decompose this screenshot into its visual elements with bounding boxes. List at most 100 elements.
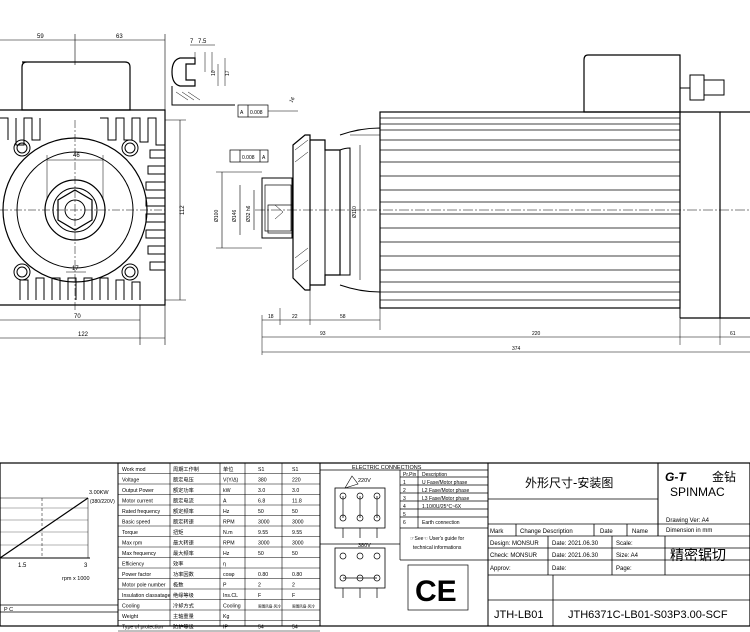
spec-cell: 50 [292,551,298,557]
dim-63: 63 [116,34,123,40]
spec-header-cell: 周期工作制 [173,465,199,473]
page: Page: [616,566,632,572]
spec-cell: 主轴重量 [173,612,194,620]
spec-cell: Power factor [122,572,151,578]
spec-cell: 额定功率 [173,486,194,494]
spec-cell: Hz [223,509,230,515]
datum-mid: A [262,155,266,161]
spec-cell: 最大转速 [173,539,194,547]
front-view [0,34,186,345]
spec-cell: Kg [223,614,229,620]
spec-header-cell: 单位 [223,465,233,473]
dim-122: 122 [78,332,89,338]
approv-date: Date: [552,566,567,572]
chart-tick-1: 1.5 [18,563,27,569]
note-line-1: ☞See☜ User's guide for [410,536,464,542]
label-380v: 380V [358,543,371,549]
chart-legend: P C [4,607,13,613]
title-grid [488,498,750,626]
brand-en: SPINMAC [670,485,725,499]
spec-table-grid [169,463,283,626]
spec-cell: Basic speed [122,520,150,526]
conn-pin: 6 [403,520,406,526]
tolerance-top: 0.008 [250,110,263,116]
spec-cell: 3000 [258,520,270,526]
spec-cell: P [223,583,227,589]
spec-cell: Insulation classatage [122,593,171,599]
spec-cell: 0.80 [258,572,268,578]
chart-tick-2: 3 [84,563,88,569]
spec-cell: Max frequency [122,551,156,557]
dim-46: 46 [73,153,80,159]
dim-22: 22 [292,314,298,320]
spec-cell: 功率因数 [173,570,195,578]
spec-cell: 220 [292,478,301,484]
spec-cell: F [258,593,261,599]
spec-cell: N.m [223,530,233,536]
spec-cell: 2 [292,583,295,589]
spec-cell: Type of protection [122,625,163,631]
spec-cell: Motor pole number [122,583,166,589]
conn-pin: 2 [403,488,406,494]
dim-16: 16 [289,96,297,104]
spec-cell: Output Power [122,488,154,494]
chart-voltage: (380/220V) [90,499,115,505]
size: Size: A4 [616,553,639,559]
spec-cell: Hz [223,551,230,557]
spec-cell: Rated frequency [122,509,160,515]
spec-cell: kW [223,488,231,494]
dimension-unit: Dimension in mm [666,528,712,534]
connections-frame [320,469,488,611]
spec-cell: 11.8 [292,499,302,505]
spec-cell: 9.55 [292,530,302,536]
spec-cell: cosφ [223,572,235,578]
check: Check: MONSUR [490,553,538,559]
spec-cell: 额定电流 [173,497,194,505]
dim-112: 112 [180,205,186,215]
conn-desc: L3 Fase/Motor phase [422,496,469,502]
spec-cell: Cooling [223,604,241,610]
key-detail [171,44,235,106]
spec-cell: 54 [258,625,264,631]
chart-rating: 3.00KW [89,490,109,496]
dia-32: Ø32 h6 [246,205,252,222]
tolerance-mid: 0.008 [242,155,255,161]
dim-70: 70 [74,314,81,320]
spec-cell: Ins.CL [223,593,238,599]
spec-cell: Cooling [122,604,140,610]
spec-cell: 额定频率 [173,507,194,515]
spec-cell: A [223,499,227,505]
dia-146: Ø146 [232,210,238,222]
title-block-frame [0,462,750,627]
connections-title: ELECTRIC CONNECTIONS [352,465,422,471]
model-code: JTH-LB01 [494,609,544,621]
conn-header-cell: Description [422,472,447,478]
col-name: Name [632,529,649,535]
spec-cell: 3.0 [258,488,265,494]
dim-17b: 17 [72,266,79,272]
part-number: JTH6371C-LB01-S03P3.00-SCF [568,609,728,621]
spec-cell: V(Y/Δ) [223,478,239,484]
spec-cell: 54 [292,625,298,631]
spec-header-cell: S1 [258,467,264,473]
spec-cell: IP [223,625,228,631]
spec-cell: Voltage [122,478,139,484]
spec-header-cell: Work mod [122,467,146,473]
col-mark: Mark [490,529,504,535]
spec-cell: η [223,562,226,568]
spec-cell: 周围风扇-风冷 [292,604,315,609]
dim-61: 61 [730,331,736,337]
spec-cell: 0.80 [292,572,302,578]
spec-cell: 3.0 [292,488,299,494]
conn-pin: 4 [403,504,406,510]
spec-cell: Motor current [122,499,153,505]
label-220v: 220V [358,478,371,484]
spec-cell: 3000 [258,541,270,547]
conn-pin: 1 [403,480,406,486]
conn-desc: 1.10/0U/25°C~6X [422,504,462,510]
spec-cell: 2 [258,583,261,589]
conn-desc: L2 Fase/Motor phase [422,488,469,494]
spec-cell: 380 [258,478,267,484]
spec-cell: Weight [122,614,139,620]
